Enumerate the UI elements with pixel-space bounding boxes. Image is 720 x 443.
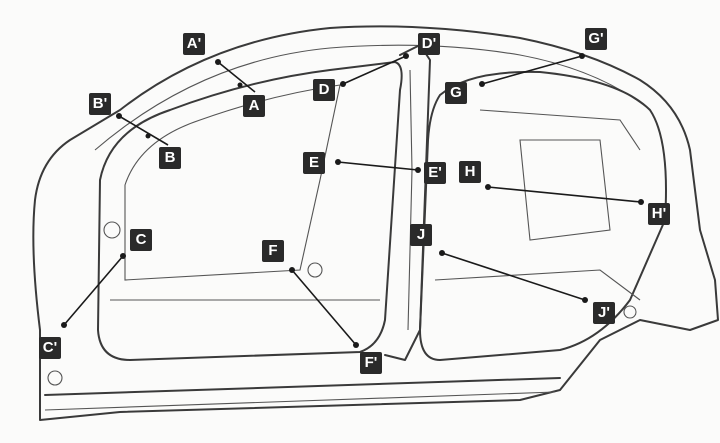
- roof-inner-line: [94, 44, 651, 151]
- label-J: J: [410, 224, 432, 246]
- label-G-prime: G': [585, 28, 607, 50]
- dot-F: [289, 267, 295, 273]
- dot-E: [335, 159, 341, 165]
- label-E: E: [303, 152, 325, 174]
- rear-shelf: [479, 109, 641, 151]
- dot-B: [145, 133, 151, 139]
- rear-door-opening: [419, 70, 667, 361]
- dot-H: [485, 184, 491, 190]
- label-J-prime: J': [593, 302, 615, 324]
- label-C-prime: C': [39, 337, 61, 359]
- leader-A: [217, 61, 256, 93]
- front-door-opening: [97, 61, 403, 361]
- rocker-sill-lower: [44, 391, 556, 411]
- rear-floor-hole: [623, 305, 637, 319]
- dot-D-prime: [403, 53, 409, 59]
- leader-E: [337, 161, 419, 171]
- dot-E-prime: [415, 167, 421, 173]
- label-B: B: [159, 147, 181, 169]
- label-E-prime: E': [424, 162, 446, 184]
- dot-G-prime: [579, 53, 585, 59]
- label-C: C: [130, 229, 152, 251]
- label-A: A: [243, 95, 265, 117]
- dot-J: [439, 250, 445, 256]
- dot-A-prime: [215, 59, 221, 65]
- dot-F-prime: [353, 342, 359, 348]
- label-D: D: [313, 79, 335, 101]
- striker-hole: [307, 262, 323, 278]
- dot-J-prime: [582, 297, 588, 303]
- label-G: G: [445, 82, 467, 104]
- leader-H: [487, 186, 642, 203]
- sill-hole: [47, 370, 63, 386]
- dot-B-prime: [116, 113, 122, 119]
- label-B-prime: B': [89, 93, 111, 115]
- front-hinge-hole: [103, 221, 121, 239]
- floor-line-rear: [434, 269, 641, 301]
- rear-interior-frame: [519, 139, 611, 241]
- leader-B: [118, 115, 169, 146]
- label-A-prime: A': [183, 33, 205, 55]
- b-pillar-inner: [407, 69, 413, 331]
- label-F: F: [262, 240, 284, 262]
- leader-D: [342, 55, 407, 85]
- dot-H-prime: [638, 199, 644, 205]
- label-H-prime: H': [648, 203, 670, 225]
- dot-D: [340, 81, 346, 87]
- leader-F: [291, 269, 357, 346]
- dot-A: [237, 82, 243, 88]
- label-F-prime: F': [360, 352, 382, 374]
- leader-C: [63, 255, 124, 326]
- leader-G: [481, 55, 583, 85]
- rocker-sill: [44, 377, 561, 396]
- leader-J: [441, 252, 586, 301]
- front-window-frame: [124, 84, 341, 281]
- label-D-prime: D': [418, 33, 440, 55]
- dot-G: [479, 81, 485, 87]
- dot-C-prime: [61, 322, 67, 328]
- label-H: H: [459, 161, 481, 183]
- body-outline: [32, 25, 719, 421]
- dot-C: [120, 253, 126, 259]
